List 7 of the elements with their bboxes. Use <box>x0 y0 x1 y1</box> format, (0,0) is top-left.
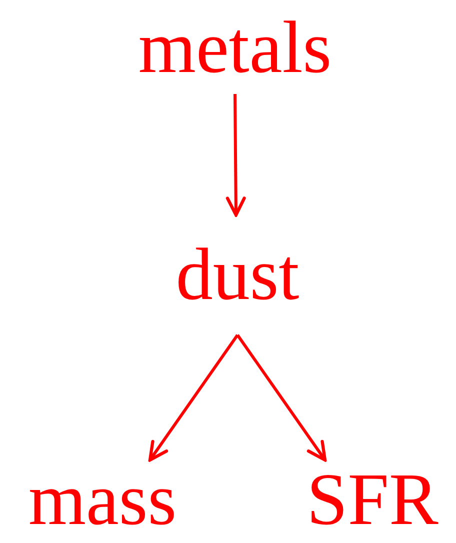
node-label: dust <box>176 238 300 312</box>
arrow <box>148 334 239 462</box>
arrow <box>236 334 327 462</box>
node-label: SFR <box>306 463 438 537</box>
arrow <box>226 94 246 217</box>
node-label: mass <box>28 463 176 537</box>
node-label: metals <box>138 11 332 85</box>
